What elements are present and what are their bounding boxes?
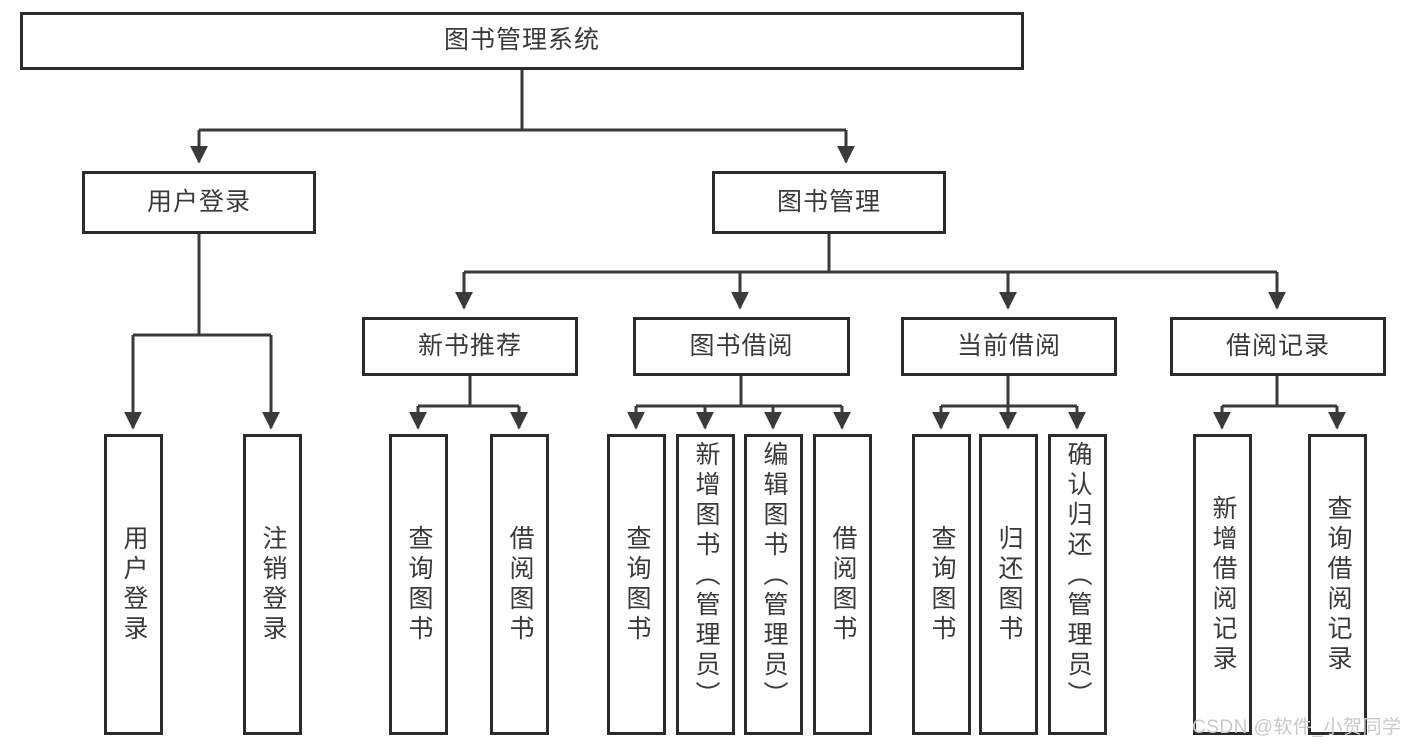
node-label: 用户登录 bbox=[120, 524, 148, 645]
node-book-borrow[interactable]: 图书借阅 bbox=[633, 317, 850, 376]
node-label: 查询图书 bbox=[405, 524, 433, 645]
node-label: 新书推荐 bbox=[417, 331, 522, 360]
leaf-add-book-admin[interactable]: 新增图书（管理员） bbox=[676, 434, 735, 735]
leaf-borrow-book-borrow[interactable]: 借阅图书 bbox=[813, 434, 872, 735]
node-label: 借阅图书 bbox=[506, 524, 534, 645]
leaf-query-book-current[interactable]: 查询图书 bbox=[912, 434, 971, 735]
leaf-query-borrow-record[interactable]: 查询借阅记录 bbox=[1308, 434, 1367, 735]
node-label: 图书管理系统 bbox=[443, 26, 600, 55]
node-label: 归还图书 bbox=[995, 524, 1023, 645]
node-label: 当前借阅 bbox=[956, 331, 1061, 360]
leaf-add-borrow-record[interactable]: 新增借阅记录 bbox=[1193, 434, 1252, 735]
node-label: 新增借阅记录 bbox=[1209, 494, 1237, 675]
node-new-book-recommend[interactable]: 新书推荐 bbox=[362, 317, 578, 376]
node-label: 查询图书 bbox=[928, 524, 956, 645]
node-label: 注销登录 bbox=[259, 524, 287, 645]
node-current-borrow[interactable]: 当前借阅 bbox=[901, 317, 1117, 376]
node-label: 确认归还（管理员） bbox=[1064, 441, 1092, 711]
node-label: 新增图书（管理员） bbox=[692, 441, 720, 711]
node-label: 图书管理 bbox=[776, 187, 881, 216]
leaf-user-logout[interactable]: 注销登录 bbox=[243, 434, 302, 735]
leaf-edit-book-admin[interactable]: 编辑图书（管理员） bbox=[744, 434, 803, 735]
leaf-borrow-book-newbook[interactable]: 借阅图书 bbox=[490, 434, 549, 735]
node-root-system[interactable]: 图书管理系统 bbox=[20, 12, 1024, 70]
node-label: 查询借阅记录 bbox=[1324, 494, 1352, 675]
node-label: 借阅记录 bbox=[1225, 331, 1330, 360]
node-user-login[interactable]: 用户登录 bbox=[82, 171, 316, 234]
leaf-query-book-borrow[interactable]: 查询图书 bbox=[607, 434, 666, 735]
node-label: 用户登录 bbox=[146, 187, 251, 216]
node-label: 图书借阅 bbox=[689, 331, 794, 360]
node-label: 查询图书 bbox=[623, 524, 651, 645]
csdn-watermark: CSDN @软件_小贺同学 bbox=[1192, 717, 1402, 738]
node-label: 借阅图书 bbox=[829, 524, 857, 645]
node-book-management[interactable]: 图书管理 bbox=[712, 171, 946, 234]
leaf-user-login[interactable]: 用户登录 bbox=[104, 434, 163, 735]
leaf-return-book[interactable]: 归还图书 bbox=[979, 434, 1038, 735]
leaf-confirm-return-admin[interactable]: 确认归还（管理员） bbox=[1048, 434, 1107, 735]
node-borrow-record[interactable]: 借阅记录 bbox=[1170, 317, 1386, 376]
node-label: 编辑图书（管理员） bbox=[760, 441, 788, 711]
leaf-query-book-newbook[interactable]: 查询图书 bbox=[389, 434, 448, 735]
